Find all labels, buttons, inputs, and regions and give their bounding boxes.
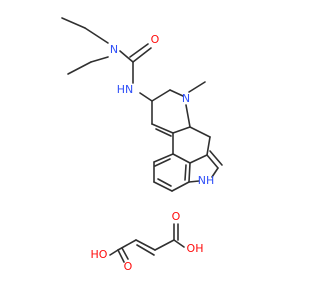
bond-acid-c2-c3-a bbox=[135, 239, 156, 251]
bond-c13-c14-a bbox=[153, 181, 173, 192]
main-molecule-bonds bbox=[61, 17, 223, 192]
bond-c11-c12-b bbox=[154, 158, 171, 167]
bond-co-2 bbox=[129, 43, 149, 58]
bond-c3-c2-a bbox=[206, 154, 219, 169]
molecule-canvas: N O HN N NH HO O OH O bbox=[61, 17, 223, 273]
bond-n-carbonyl bbox=[119, 50, 134, 63]
atom-labels: N O HN N NH HO O OH O bbox=[91, 33, 215, 273]
bond-acid-c1-o-b bbox=[121, 247, 129, 260]
bond-c3-c2-b bbox=[209, 150, 223, 166]
bond-ethyl1-b bbox=[84, 27, 109, 44]
bond-c16-c3 bbox=[189, 154, 208, 164]
bond-c14-c15 bbox=[171, 181, 190, 192]
structure-drawing: N O HN N NH HO O OH O bbox=[61, 17, 223, 273]
acid-o-left-label: O bbox=[124, 260, 133, 273]
bond-acid-c1-c2 bbox=[117, 239, 137, 251]
bond-acid-c4-oh bbox=[173, 239, 185, 248]
amide-oxygen-label: O bbox=[151, 33, 160, 46]
bond-c15-c16-a bbox=[188, 162, 191, 183]
bond-acid-c1-oh bbox=[109, 249, 119, 256]
acid-o-right-label: O bbox=[172, 210, 181, 223]
acid-bonds bbox=[109, 223, 185, 263]
bond-acid-c2-c3-b bbox=[136, 244, 155, 256]
indole-nh-label: NH bbox=[198, 174, 215, 187]
acid-oh-right-label: OH bbox=[187, 242, 204, 255]
bond-c13-c14-b bbox=[157, 178, 172, 187]
ring-nitrogen-label: N bbox=[182, 92, 190, 105]
bond-ethyl1-a bbox=[61, 17, 86, 29]
bond-c2-n1 bbox=[211, 167, 219, 178]
bond-c11-c12-a bbox=[153, 153, 174, 163]
bond-c9-c10-b bbox=[155, 128, 172, 137]
bond-c5-c4 bbox=[189, 126, 211, 138]
acid-oh-left-label: HO bbox=[91, 248, 108, 261]
bond-c4-c3 bbox=[206, 136, 211, 156]
bond-c5-c10 bbox=[172, 126, 191, 134]
bond-c9-c10-a bbox=[151, 123, 174, 134]
bond-n6-c5 bbox=[185, 104, 191, 128]
bond-ethyl2-b bbox=[90, 56, 109, 63]
bond-c8-c7 bbox=[151, 89, 171, 102]
bond-n6-methyl bbox=[188, 81, 206, 93]
bond-ethyl2-a bbox=[67, 61, 92, 75]
bond-c7-n6 bbox=[169, 89, 184, 97]
urea-nh-label: HN bbox=[117, 83, 134, 96]
bond-c16-c11 bbox=[172, 153, 191, 164]
bond-acid-c1-o-a bbox=[117, 249, 125, 263]
bond-c15-c16-b bbox=[184, 164, 187, 181]
bond-acid-c3-c4 bbox=[154, 239, 175, 251]
bond-n1-c15 bbox=[188, 180, 200, 183]
bond-co-1 bbox=[132, 47, 152, 63]
bond-nh-c8 bbox=[139, 92, 153, 102]
amide-nitrogen-label: N bbox=[110, 43, 118, 56]
